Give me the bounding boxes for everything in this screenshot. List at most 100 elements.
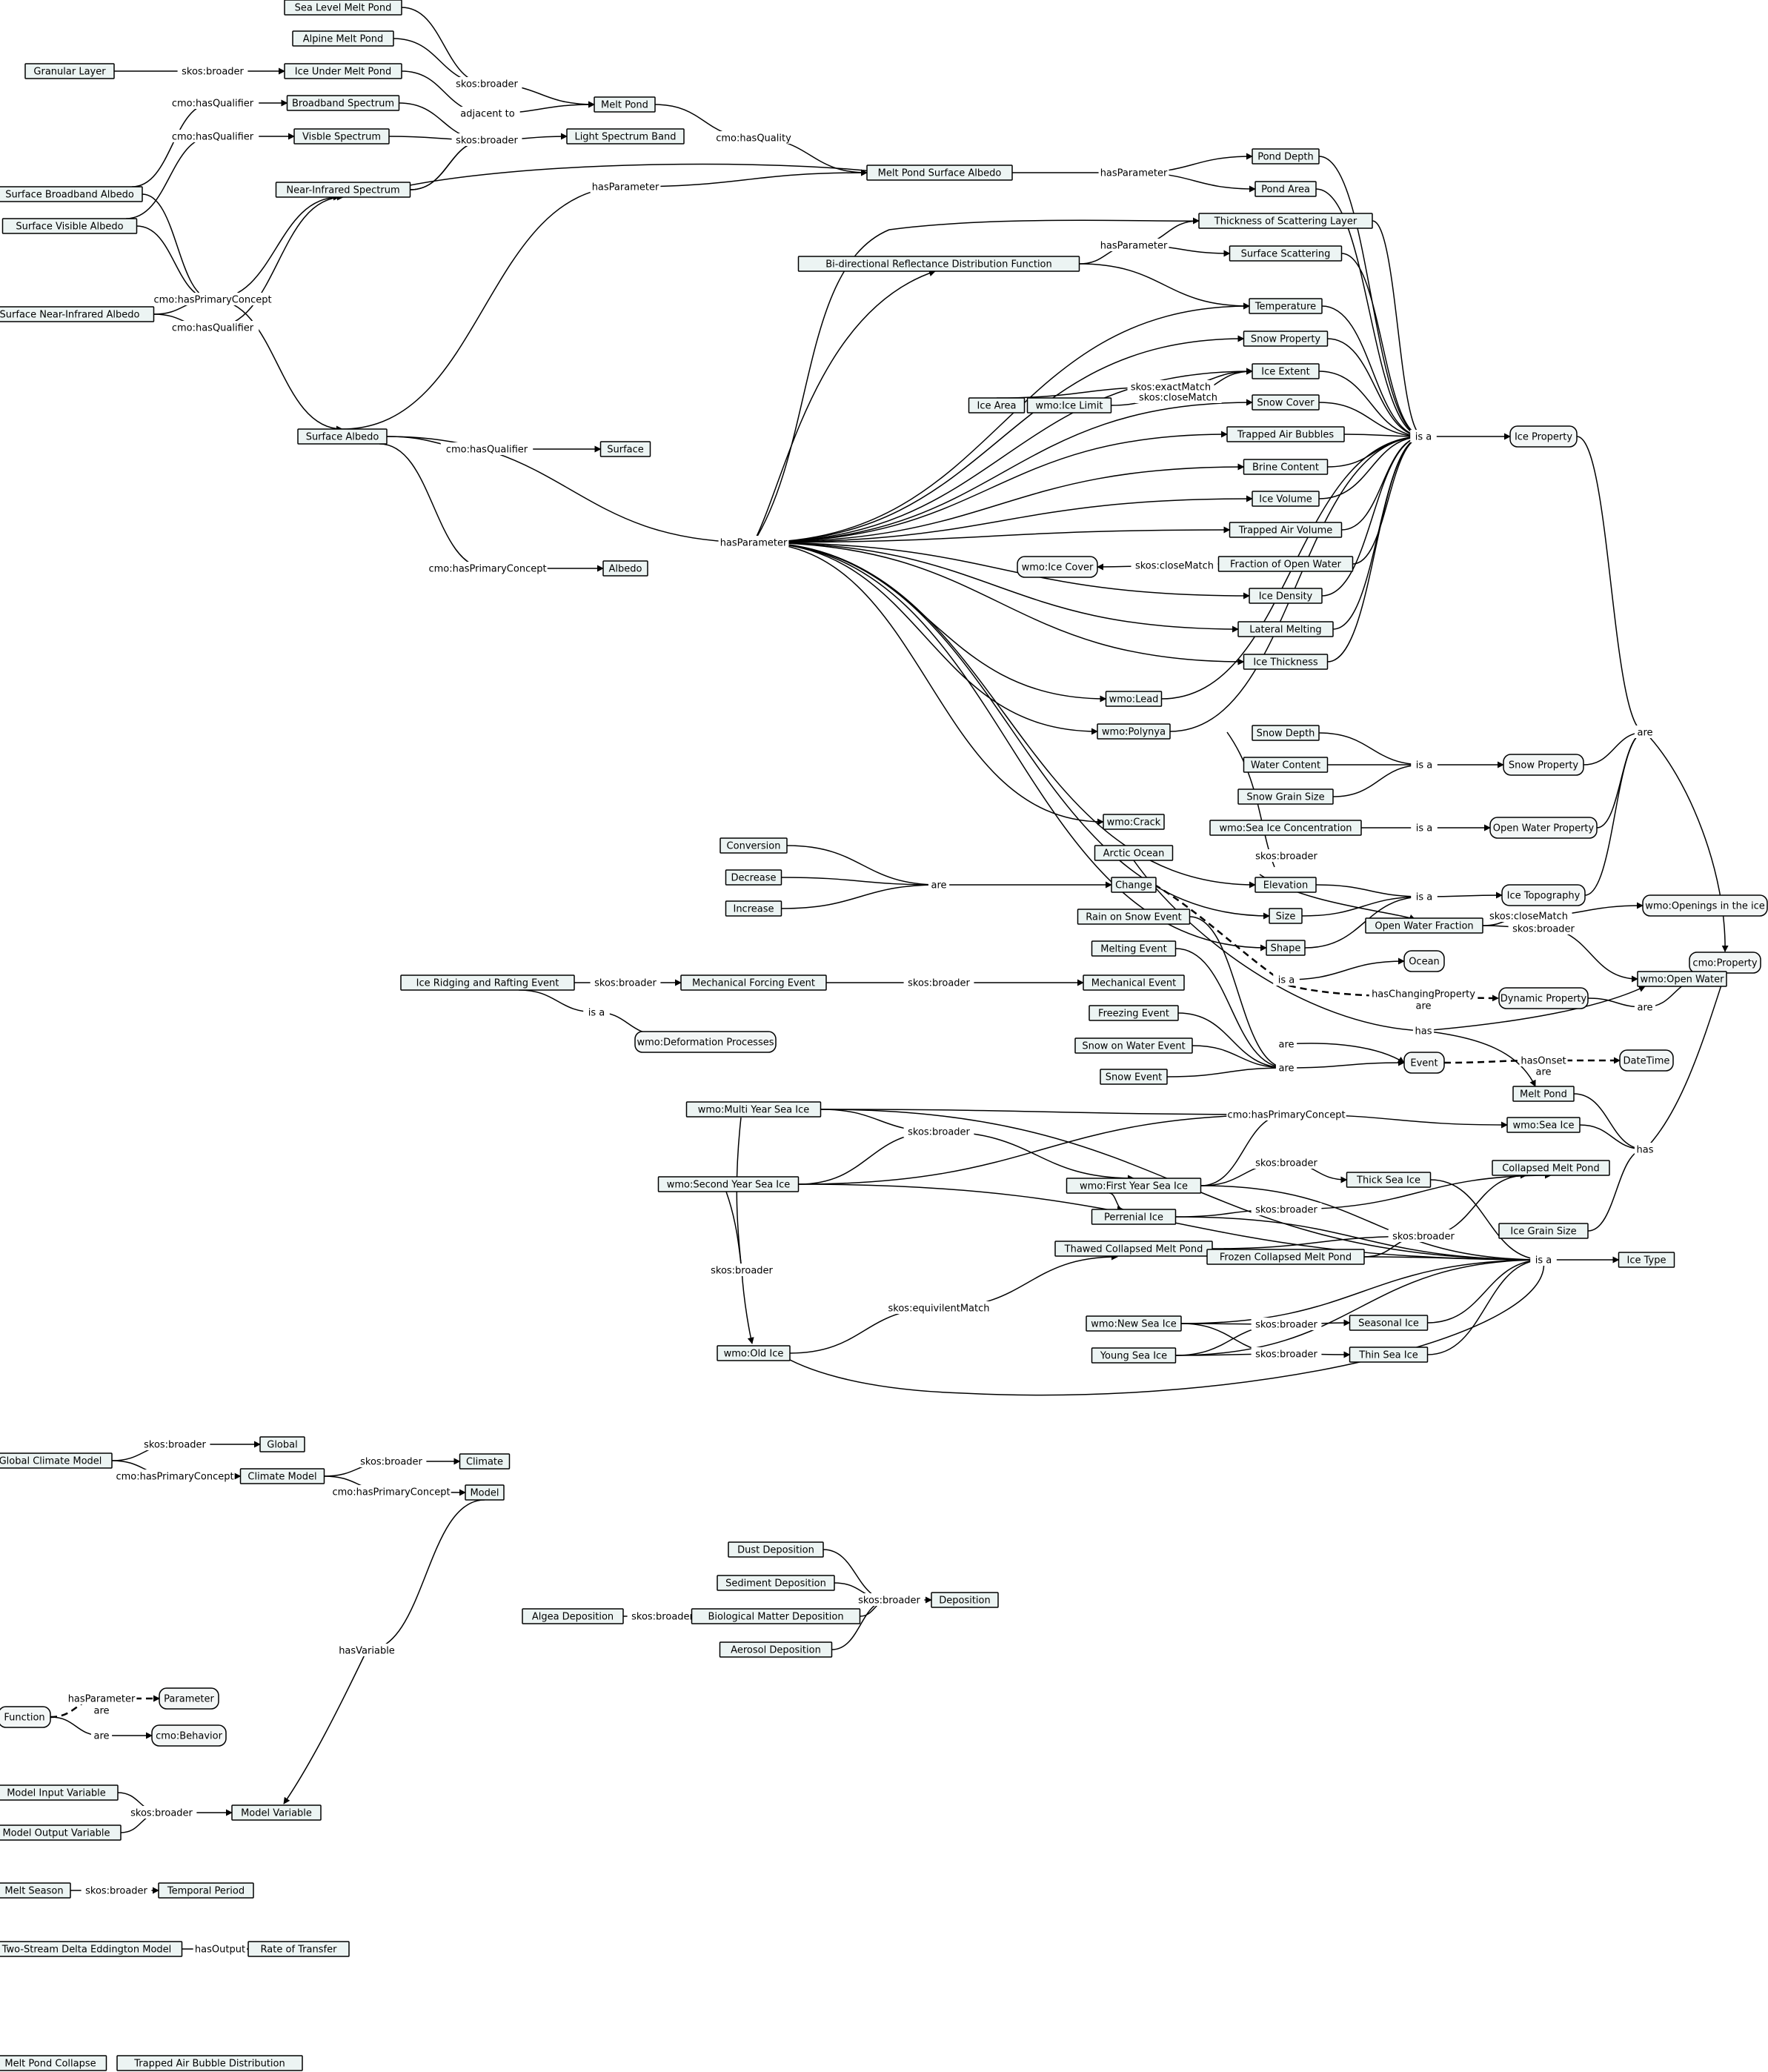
edge-label-bg xyxy=(1226,1108,1346,1120)
edge xyxy=(1318,402,1424,437)
edge-line xyxy=(1315,884,1425,897)
node-label: Melt Pond Collapse xyxy=(4,2059,96,2070)
node-broadband-spectrum: Broadband Spectrum xyxy=(286,95,400,111)
edge-line xyxy=(1363,1256,1544,1261)
node-box xyxy=(1229,522,1343,538)
edge-label-text: skos:broader xyxy=(456,136,518,147)
node-function: Function xyxy=(0,1706,51,1728)
node-box xyxy=(1506,1117,1581,1133)
node-cmo-property: cmo:Property xyxy=(1689,952,1761,974)
node-snow-grain-size: Snow Grain Size xyxy=(1237,788,1334,805)
node-freezing-event: Freezing Event xyxy=(1089,1005,1179,1021)
node-box xyxy=(1346,1172,1432,1188)
edge-label: skos:broader xyxy=(1251,1347,1322,1361)
node-label: Model xyxy=(470,1488,499,1499)
edge-line xyxy=(1427,1259,1544,1355)
node-label: Ocean xyxy=(1409,957,1440,968)
node-box xyxy=(275,182,411,198)
edge-line xyxy=(1318,156,1424,437)
node-model-output-variable: Model Output Variable xyxy=(0,1824,122,1841)
node-box xyxy=(1252,725,1320,741)
edge-label: hasChangingProperty xyxy=(1369,987,1478,1000)
node-box xyxy=(931,1592,999,1608)
node-melt-pond-2: Melt Pond xyxy=(1512,1086,1575,1102)
edge-label-bg xyxy=(854,1593,925,1606)
edge-label-bg xyxy=(428,562,548,574)
edge-label: skos:broader xyxy=(1251,1156,1322,1169)
node-box xyxy=(0,1882,71,1899)
edge-label-text: are xyxy=(1415,1001,1431,1012)
node-label: Collapsed Melt Pond xyxy=(1502,1163,1600,1175)
node-box xyxy=(1252,148,1320,165)
edge-line xyxy=(1079,263,1250,310)
edge-line xyxy=(753,542,1098,735)
node-label: Climate xyxy=(466,1457,503,1468)
edge-label-text: skos:equivilentMatch xyxy=(888,1304,990,1315)
node-granular-layer: Granular Layer xyxy=(24,63,115,79)
edge-label-text: skos:broader xyxy=(1255,1320,1317,1331)
node-label: Visble Spectrum xyxy=(302,132,381,143)
edge-label-text: skos:broader xyxy=(908,978,970,989)
edge xyxy=(1341,253,1424,437)
edge-label-text: cmo:hasPrimaryConcept xyxy=(428,564,546,575)
node-sea-level-melt-pond: Sea Level Melt Pond xyxy=(284,0,402,16)
edge-line xyxy=(753,526,1231,543)
node-visible-spectrum: Visble Spectrum xyxy=(293,128,390,145)
edge-label: cmo:hasQuality xyxy=(713,131,794,145)
edge-label-text: cmo:hasQualifier xyxy=(446,445,528,456)
edge-label: is a xyxy=(1410,430,1437,443)
edge-label-text: is a xyxy=(1416,823,1432,834)
node-box xyxy=(1091,940,1177,957)
edge-label-bg xyxy=(1411,890,1438,903)
node-label: wmo:Polynya xyxy=(1102,727,1166,738)
edge-line xyxy=(1321,436,1424,597)
node-label: cmo:Property xyxy=(1692,958,1757,969)
node-box xyxy=(1226,426,1345,442)
node-label: Increase xyxy=(733,904,774,915)
node-label: Freezing Event xyxy=(1098,1009,1169,1020)
node-label: Surface xyxy=(607,445,644,456)
node-box xyxy=(284,63,402,79)
edge xyxy=(1318,371,1424,437)
edge-label-bg xyxy=(153,293,273,305)
node-box xyxy=(1217,556,1354,572)
node-ice-thickness: Ice Thickness xyxy=(1243,654,1329,670)
node-perrenial-ice: Perrenial Ice xyxy=(1091,1209,1177,1225)
node-box xyxy=(720,837,788,854)
node-box xyxy=(1243,757,1329,773)
edge xyxy=(1286,1059,1405,1069)
edge-line xyxy=(1576,436,1646,733)
node-label: Melt Pond Surface Albedo xyxy=(878,168,1002,179)
node-label: Event xyxy=(1410,1058,1438,1069)
node-label: Snow Property xyxy=(1251,334,1321,345)
edge-label-text: cmo:hasPrimaryConcept xyxy=(332,1487,450,1498)
node-algea-deposition: Algea Deposition xyxy=(522,1608,624,1624)
edge xyxy=(1286,957,1405,980)
edge-label-bg xyxy=(1410,430,1437,442)
node-rate-of-transfer: Rate of Transfer xyxy=(247,1941,350,1957)
node-label: Model Variable xyxy=(241,1808,312,1819)
edge xyxy=(1327,338,1424,437)
edge-label: cmo:hasQualifier xyxy=(440,442,534,456)
edge-label-text: skos:exactMatch xyxy=(1131,382,1211,394)
node-label: Trapped Air Bubble Distribution xyxy=(133,2059,285,2070)
edge xyxy=(1644,731,1729,952)
edge xyxy=(1573,1093,1646,1150)
node-label: Temporal Period xyxy=(167,1886,245,1897)
edge-line xyxy=(1423,986,1646,1032)
edge-line xyxy=(753,270,936,543)
node-trapped-air-bubbles: Trapped Air Bubbles xyxy=(1226,426,1345,442)
node-box xyxy=(1509,425,1578,448)
edge-label-text: cmo:hasPrimaryConcept xyxy=(116,1472,233,1483)
node-label: Snow Property xyxy=(1509,760,1579,771)
edge-line xyxy=(142,193,213,300)
edge-label-text: are xyxy=(93,1731,109,1742)
edge-line xyxy=(1189,916,1287,1069)
edge-label: skos:broader xyxy=(627,1610,698,1623)
node-label: wmo:Open Water xyxy=(1641,974,1725,986)
edge-line xyxy=(938,1253,1118,1309)
node-box xyxy=(728,1541,824,1558)
node-label: Melting Event xyxy=(1100,944,1166,955)
edge-label-text: skos:broader xyxy=(85,1886,147,1897)
node-box xyxy=(634,1031,777,1053)
